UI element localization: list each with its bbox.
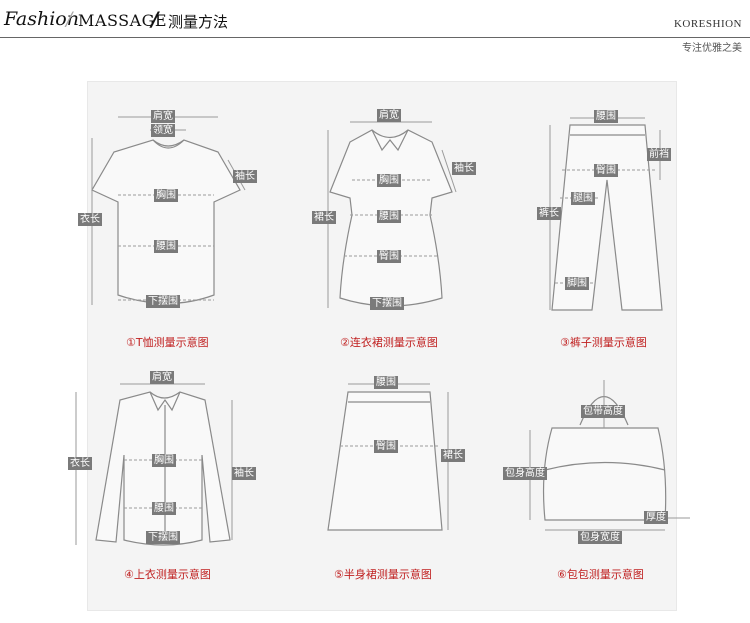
bag-width-label: 包身宽度 (578, 531, 622, 544)
shirt-length-label: 衣长 (68, 457, 92, 470)
dress-length-label: 裙长 (312, 211, 336, 224)
section-separator: / (151, 7, 159, 31)
tshirt-waist-label: 腰围 (154, 240, 178, 253)
dress-sleeve-label: 袖长 (452, 162, 476, 175)
shirt-shoulder-label: 肩宽 (150, 371, 174, 384)
shirt-hem-label: 下摆围 (146, 531, 180, 544)
pants-front-rise-label: 前裆 (647, 148, 671, 161)
brand-fashion: Fashion (4, 8, 79, 30)
dress-chest-label: 胸围 (377, 174, 401, 187)
pants-length-label: 裤长 (537, 207, 561, 220)
skirt-hip-label: 臀围 (374, 440, 398, 453)
tshirt-caption: ①T恤测量示意图 (126, 336, 209, 349)
shirt-sleeve-label: 袖长 (232, 467, 256, 480)
section-title: 测量方法 (168, 13, 229, 31)
brand-massage: MASSAGE (78, 11, 168, 30)
tshirt-length-label: 衣长 (78, 213, 102, 226)
pants-hip-label: 臀围 (594, 164, 618, 177)
tshirt-shoulder-label: 肩宽 (151, 110, 175, 123)
dress-shoulder-label: 肩宽 (377, 109, 401, 122)
skirt-caption: ⑤半身裙测量示意图 (334, 568, 432, 581)
shirt-waist-label: 腰围 (152, 502, 176, 515)
skirt-waist-label: 腰围 (374, 376, 398, 389)
page-header: Fashion / MASSAGE / 测量方法 KORESHION 专注优雅之… (0, 0, 750, 54)
pants-thigh-label: 腿围 (571, 192, 595, 205)
tshirt-chest-label: 胸围 (154, 189, 178, 202)
skirt-length-label: 裙长 (441, 449, 465, 462)
dress-hip-label: 臀围 (377, 250, 401, 263)
brand-separator: / (66, 8, 73, 30)
header-divider (0, 37, 750, 38)
brand-tagline: 专注优雅之美 (682, 43, 742, 54)
pants-waist-label: 腰围 (594, 110, 618, 123)
tshirt-collar-label: 领宽 (151, 124, 175, 137)
pants-leg-opening-label: 脚围 (565, 277, 589, 290)
bag-handle-height-label: 包带高度 (581, 405, 625, 418)
dress-hem-label: 下摆围 (370, 297, 404, 310)
tshirt-sleeve-label: 袖长 (233, 170, 257, 183)
pants-caption: ③裤子测量示意图 (560, 336, 647, 349)
tshirt-hem-label: 下摆围 (146, 295, 180, 308)
shirt-chest-label: 胸围 (152, 454, 176, 467)
dress-caption: ②连衣裙测量示意图 (340, 336, 438, 349)
bag-thickness-label: 厚度 (644, 511, 668, 524)
dress-waist-label: 腰围 (377, 210, 401, 223)
bag-height-label: 包身高度 (503, 467, 547, 480)
shirt-caption: ④上衣测量示意图 (124, 568, 211, 581)
brand-logo: KORESHION (673, 18, 742, 30)
bag-caption: ⑥包包测量示意图 (557, 568, 644, 581)
